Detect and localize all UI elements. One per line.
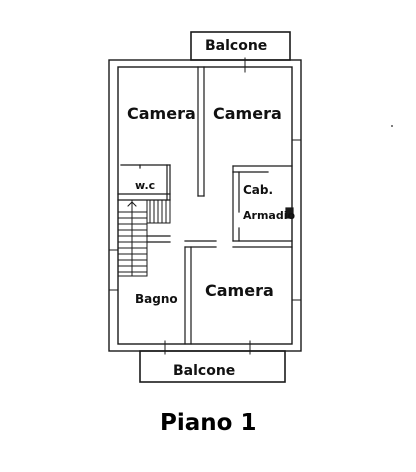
bathroom-label: Bagno [135, 292, 178, 306]
balcony-bottom-label: Balcone [173, 363, 236, 379]
bedroom-bottom-label: Camera [205, 281, 274, 300]
bedroom-top-right-label: Camera [213, 104, 282, 123]
stray-dot [391, 125, 393, 127]
staircase [117, 199, 171, 277]
floor-title: Piano 1 [160, 410, 257, 436]
wc-label: w.c [135, 179, 156, 192]
wall-nub [285, 207, 294, 219]
balcony-bottom-outline [139, 350, 286, 383]
balcony-top-label: Balcone [205, 38, 268, 54]
closet-label-line2: Armadio [243, 209, 296, 222]
opening-marks [108, 57, 302, 355]
bedroom-top-left-label: Camera [127, 104, 196, 123]
closet-label-line1: Cab. [243, 183, 274, 197]
